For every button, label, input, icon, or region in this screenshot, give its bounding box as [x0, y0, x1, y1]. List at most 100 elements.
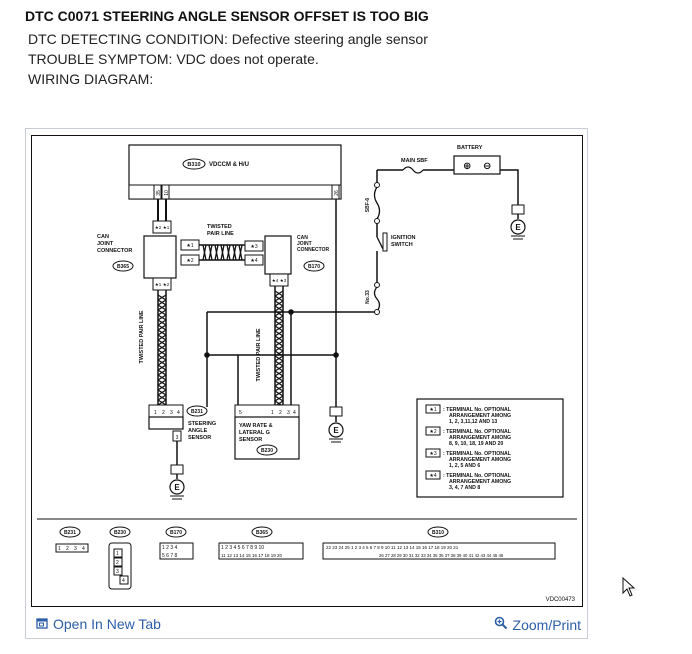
legend-box	[416, 398, 564, 498]
svg-text:⊕: ⊕	[463, 161, 471, 172]
svg-text:B231: B231	[64, 530, 76, 536]
legend-text: ARRANGEMENT AMONG	[449, 457, 511, 463]
vdccm-label: VDCCM & H/U	[209, 162, 249, 168]
svg-text:3: 3	[116, 569, 119, 575]
svg-text:1: 1	[154, 410, 157, 416]
svg-text:★1: ★1	[163, 225, 170, 230]
svg-text:TWISTED: TWISTED	[207, 224, 232, 230]
svg-text:★2: ★2	[186, 258, 193, 264]
connector-b365-pinout: B365 1 2 3 4 5 6 7 8 9 10 11 12 13 14 15…	[218, 526, 304, 560]
svg-text:3: 3	[176, 435, 179, 441]
connector-b170-pinout: B170 1 2 3 4 5 6 7 8	[159, 526, 194, 560]
svg-text:3: 3	[287, 410, 290, 416]
svg-text:JOINT: JOINT	[297, 241, 312, 247]
connector-b231-badge: B231	[186, 405, 208, 417]
legend-text: : TERMINAL No. OPTIONAL	[443, 407, 512, 413]
svg-text:★1: ★1	[155, 282, 162, 287]
connector-b230-badge: B230	[256, 444, 278, 456]
diagram-panel: B310 VDCCM & H/U 35 10 26 ★2 ★1 CAN JOIN…	[25, 128, 588, 639]
open-in-new-tab-label: Open In New Tab	[53, 616, 161, 632]
svg-text:E: E	[333, 426, 339, 435]
svg-text:SBF-6: SBF-6	[365, 198, 371, 213]
svg-text:B365: B365	[117, 264, 129, 270]
wiring-diagram-label: WIRING DIAGRAM:	[28, 71, 154, 87]
svg-text:B170: B170	[308, 264, 320, 270]
magnifier-icon	[494, 616, 508, 633]
svg-text:1: 1	[116, 551, 119, 557]
legend-text: 1, 2, 5 AND 6	[449, 463, 480, 469]
svg-text:2: 2	[162, 410, 165, 416]
zoom-print-label: Zoom/Print	[512, 616, 581, 633]
svg-text:35: 35	[156, 190, 162, 196]
wiring-diagram: B310 VDCCM & H/U 35 10 26 ★2 ★1 CAN JOIN…	[31, 135, 583, 607]
legend-mark: ★2	[429, 429, 436, 435]
svg-text:11 12 13 14 15 16 17 18 19 20: 11 12 13 14 15 16 17 18 19 20	[221, 553, 282, 558]
legend-mark: ★1	[429, 407, 436, 413]
legend-text: ARRANGEMENT AMONG	[449, 479, 511, 485]
svg-text:YAW RATE &: YAW RATE &	[239, 423, 273, 429]
svg-text:2: 2	[279, 410, 282, 416]
svg-text:★2: ★2	[163, 282, 170, 287]
svg-text:⊖: ⊖	[483, 161, 491, 172]
svg-text:4: 4	[82, 546, 85, 552]
svg-text:JOINT: JOINT	[97, 241, 114, 247]
svg-text:STEERING: STEERING	[188, 421, 216, 427]
svg-text:1 2 3 4: 1 2 3 4	[162, 545, 178, 551]
svg-text:No.33: No.33	[365, 290, 371, 304]
open-in-new-tab-link[interactable]: Open In New Tab	[36, 616, 161, 632]
svg-text:4: 4	[122, 578, 125, 584]
svg-text:5 6 7 8: 5 6 7 8	[162, 553, 178, 559]
legend-text: 8, 9, 10, 18, 19 AND 20	[449, 441, 503, 447]
svg-text:2: 2	[66, 546, 69, 552]
svg-text:26 27 28 29 30 31 32 33 34 35: 26 27 28 29 30 31 32 33 34 35 36 37 38 3…	[379, 553, 504, 558]
legend-text: 3, 4, 7 AND 8	[449, 485, 480, 491]
svg-text:E: E	[174, 483, 180, 492]
legend-text: : TERMINAL No. OPTIONAL	[443, 451, 512, 457]
svg-text:SENSOR: SENSOR	[188, 435, 211, 441]
zoom-print-link[interactable]: Zoom/Print	[494, 616, 581, 633]
svg-text:B230: B230	[114, 530, 126, 536]
panel-footer: Open In New Tab Zoom/Print	[26, 612, 587, 639]
connector-b310-badge: B310	[182, 158, 206, 170]
detecting-condition: DTC DETECTING CONDITION: Defective steer…	[28, 31, 428, 47]
svg-text:3: 3	[170, 410, 173, 416]
legend-text: 1, 2, 3,11,12 AND 13	[449, 419, 497, 425]
legend-text: ARRANGEMENT AMONG	[449, 435, 511, 441]
svg-text:B231: B231	[191, 409, 203, 415]
svg-text:E: E	[515, 223, 521, 232]
legend-text: : TERMINAL No. OPTIONAL	[443, 429, 512, 435]
svg-text:B170: B170	[170, 530, 182, 536]
svg-text:B310: B310	[432, 530, 444, 536]
svg-text:2: 2	[116, 560, 119, 566]
svg-text:5: 5	[239, 410, 242, 416]
svg-text:CONNECTOR: CONNECTOR	[97, 248, 132, 254]
mouse-cursor-icon	[622, 576, 636, 602]
svg-text:1 2 3 4 5 6 7 8 9 10: 1 2 3 4 5 6 7 8 9 10	[221, 545, 264, 551]
connector-b170-badge: B170	[303, 260, 325, 272]
legend-text: ARRANGEMENT AMONG	[449, 413, 511, 419]
svg-text:CONNECTOR: CONNECTOR	[297, 247, 330, 253]
legend-mark: ★4	[429, 473, 436, 479]
svg-text:10: 10	[164, 190, 170, 196]
svg-text:★4: ★4	[250, 258, 257, 264]
svg-text:TWISTED PAIR LINE: TWISTED PAIR LINE	[139, 310, 145, 363]
svg-text:B310: B310	[187, 162, 200, 168]
svg-text:1: 1	[271, 410, 274, 416]
svg-text:ANGLE: ANGLE	[188, 428, 208, 434]
svg-text:22 23 24 25 1 2 3 4 5 6 7 8: 22 23 24 25 1 2 3 4 5 6 7 8 9 10 11 12 1…	[326, 545, 459, 550]
new-tab-icon	[36, 616, 48, 632]
svg-text:3: 3	[74, 546, 77, 552]
svg-text:4: 4	[177, 410, 180, 416]
svg-text:B230: B230	[261, 448, 273, 454]
svg-text:★3: ★3	[250, 244, 257, 250]
svg-text:CAN: CAN	[97, 234, 109, 240]
svg-text:4: 4	[293, 410, 296, 416]
svg-text:1: 1	[58, 546, 61, 552]
svg-text:LATERAL G: LATERAL G	[239, 430, 270, 436]
legend-text: : TERMINAL No. OPTIONAL	[443, 473, 512, 479]
svg-text:IGNITION: IGNITION	[391, 235, 415, 241]
svg-text:★4: ★4	[272, 278, 279, 283]
connector-b230-pinout: B230 1 2 3 4	[108, 526, 132, 590]
svg-text:CAN: CAN	[297, 235, 308, 241]
page-title: DTC C0071 STEERING ANGLE SENSOR OFFSET I…	[25, 8, 429, 24]
